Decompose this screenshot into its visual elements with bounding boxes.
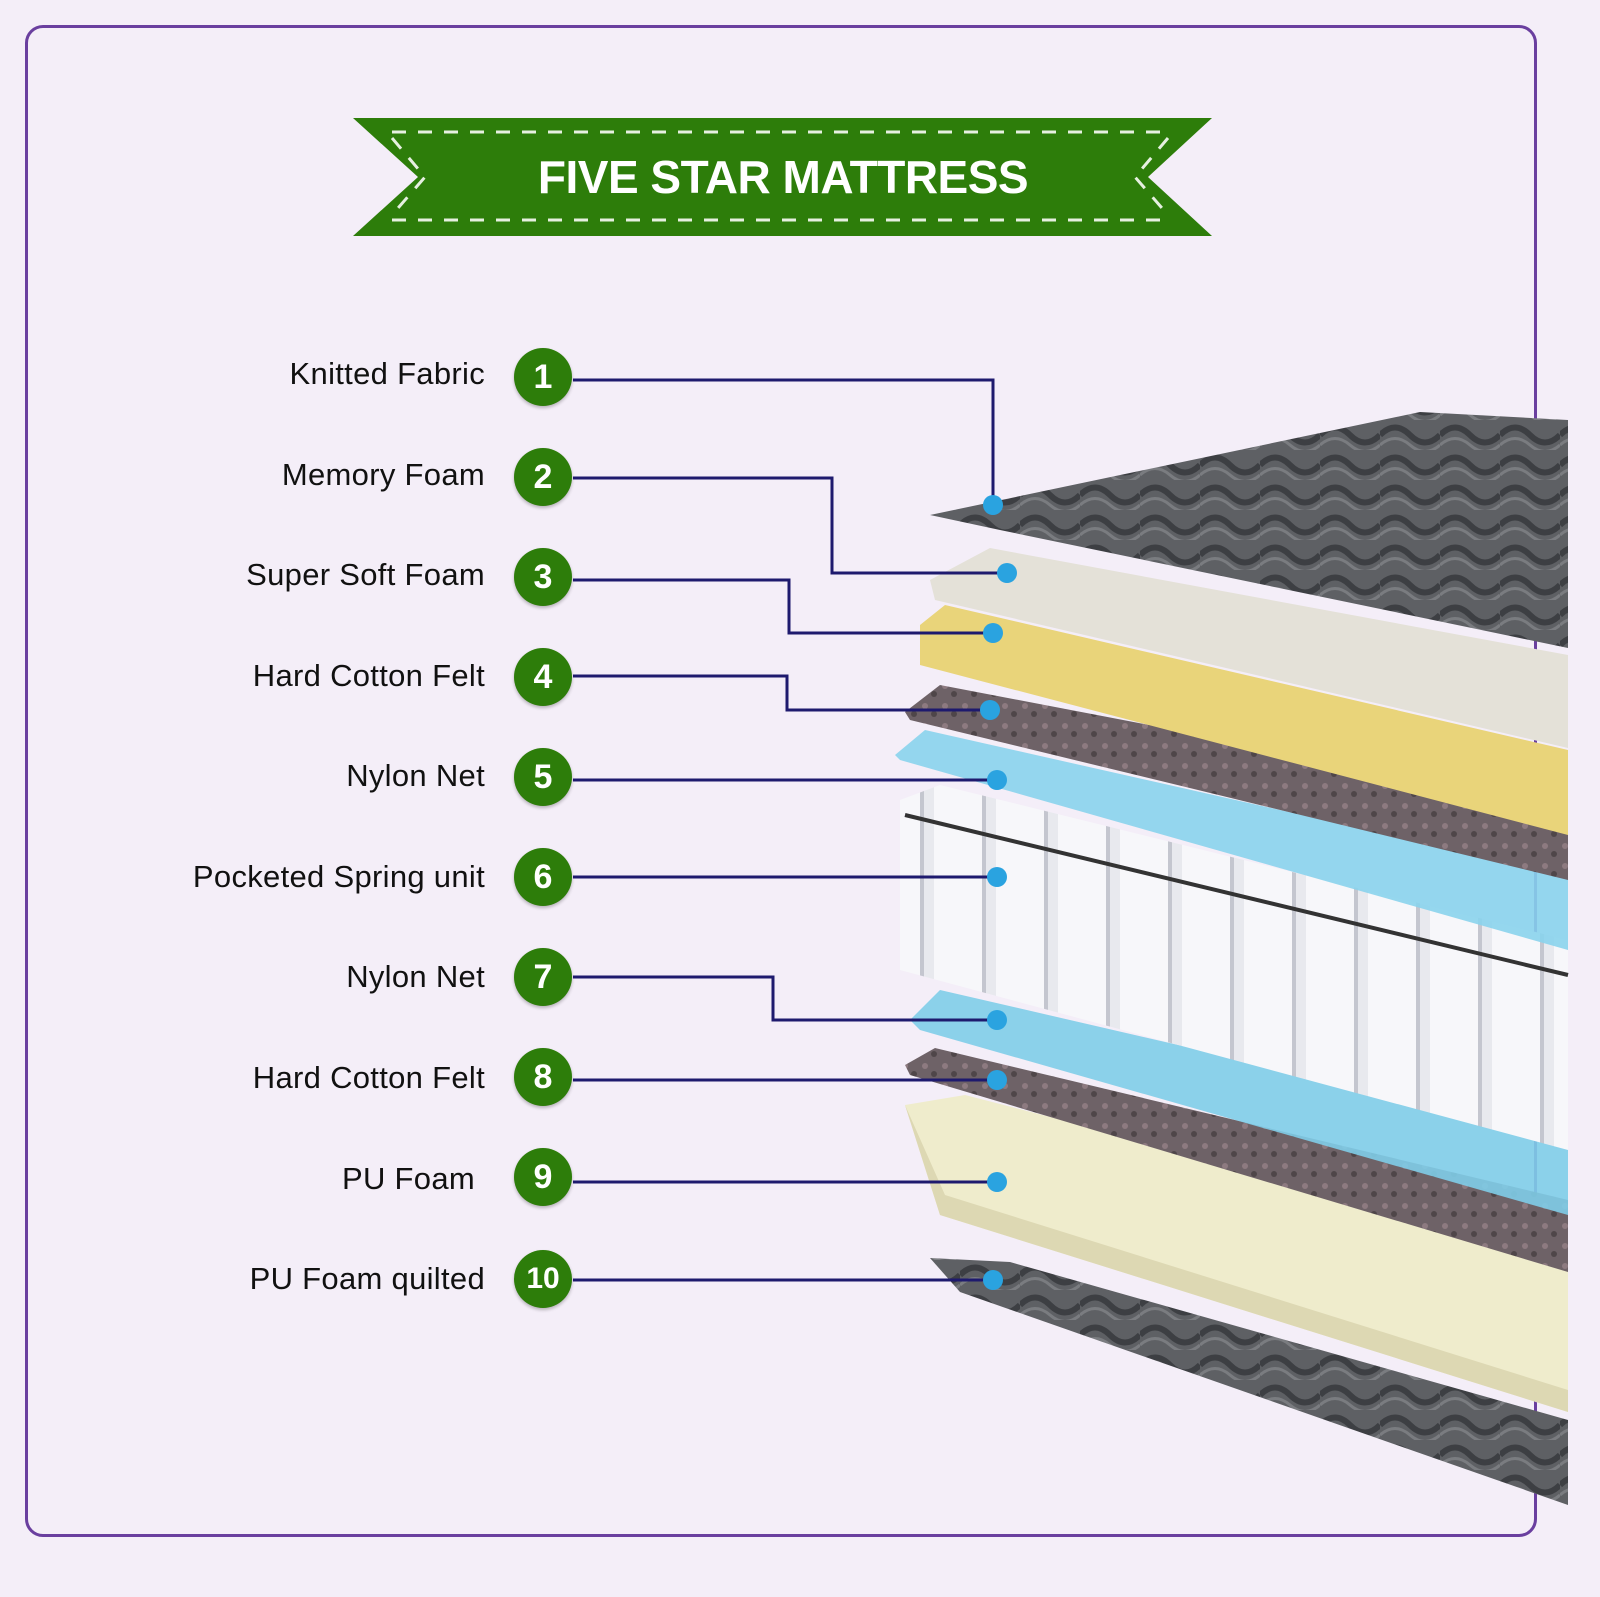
number-badge: 9 bbox=[514, 1148, 572, 1206]
layer-label: Nylon Net bbox=[346, 758, 485, 793]
layer-label: Nylon Net bbox=[346, 959, 485, 994]
connector-4 bbox=[573, 674, 990, 712]
layer-5-nylon-net bbox=[895, 730, 1568, 950]
dot-2 bbox=[997, 563, 1017, 583]
dot-5 bbox=[987, 770, 1007, 790]
dot-8 bbox=[987, 1070, 1007, 1090]
dot-4 bbox=[980, 700, 1000, 720]
connector-7 bbox=[573, 975, 997, 1022]
layer-label: PU Foam bbox=[341, 1161, 475, 1196]
layer-2-memory-foam bbox=[930, 548, 1568, 748]
number-badge: 5 bbox=[514, 748, 572, 806]
number-badge: 1 bbox=[514, 348, 572, 406]
layer-label: Super Soft Foam bbox=[246, 557, 485, 592]
layer-3-super-soft-foam bbox=[920, 605, 1568, 835]
dot-3 bbox=[983, 623, 1003, 643]
banner bbox=[353, 118, 1212, 236]
number-badge: 7 bbox=[514, 948, 572, 1006]
layer-9-pu-foam bbox=[905, 1095, 1568, 1412]
number-badge: 4 bbox=[514, 648, 572, 706]
layer-4-hard-cotton-felt bbox=[905, 685, 1568, 880]
layer-label: Knitted Fabric bbox=[289, 356, 485, 391]
connector-3 bbox=[573, 578, 993, 635]
number-badge: 8 bbox=[514, 1048, 572, 1106]
dot-9 bbox=[987, 1172, 1007, 1192]
dot-7 bbox=[987, 1010, 1007, 1030]
number-badge: 2 bbox=[514, 448, 572, 506]
layer-label: Pocketed Spring unit bbox=[192, 859, 485, 894]
number-badge: 6 bbox=[514, 848, 572, 906]
layer-label: PU Foam quilted bbox=[249, 1261, 485, 1296]
layer-7-nylon-net bbox=[910, 990, 1568, 1215]
layer-1-knitted-fabric bbox=[930, 412, 1568, 648]
layer-label: Hard Cotton Felt bbox=[252, 1060, 485, 1095]
layer-label: Hard Cotton Felt bbox=[252, 658, 485, 693]
connector-2 bbox=[573, 476, 1007, 575]
layer-10-pu-foam-quilted bbox=[930, 1258, 1568, 1505]
dot-10 bbox=[983, 1270, 1003, 1290]
dot-1 bbox=[983, 495, 1003, 515]
layer-8-hard-cotton-felt bbox=[905, 1048, 1568, 1272]
layer-6-pocketed-spring-unit bbox=[900, 785, 1569, 1150]
dot-6 bbox=[987, 867, 1007, 887]
layer-label: Memory Foam bbox=[281, 457, 485, 492]
number-badge: 3 bbox=[514, 548, 572, 606]
connector-1 bbox=[573, 378, 995, 505]
number-badge: 10 bbox=[514, 1250, 572, 1308]
banner-title: FIVE STAR MATTRESS bbox=[537, 151, 1029, 203]
